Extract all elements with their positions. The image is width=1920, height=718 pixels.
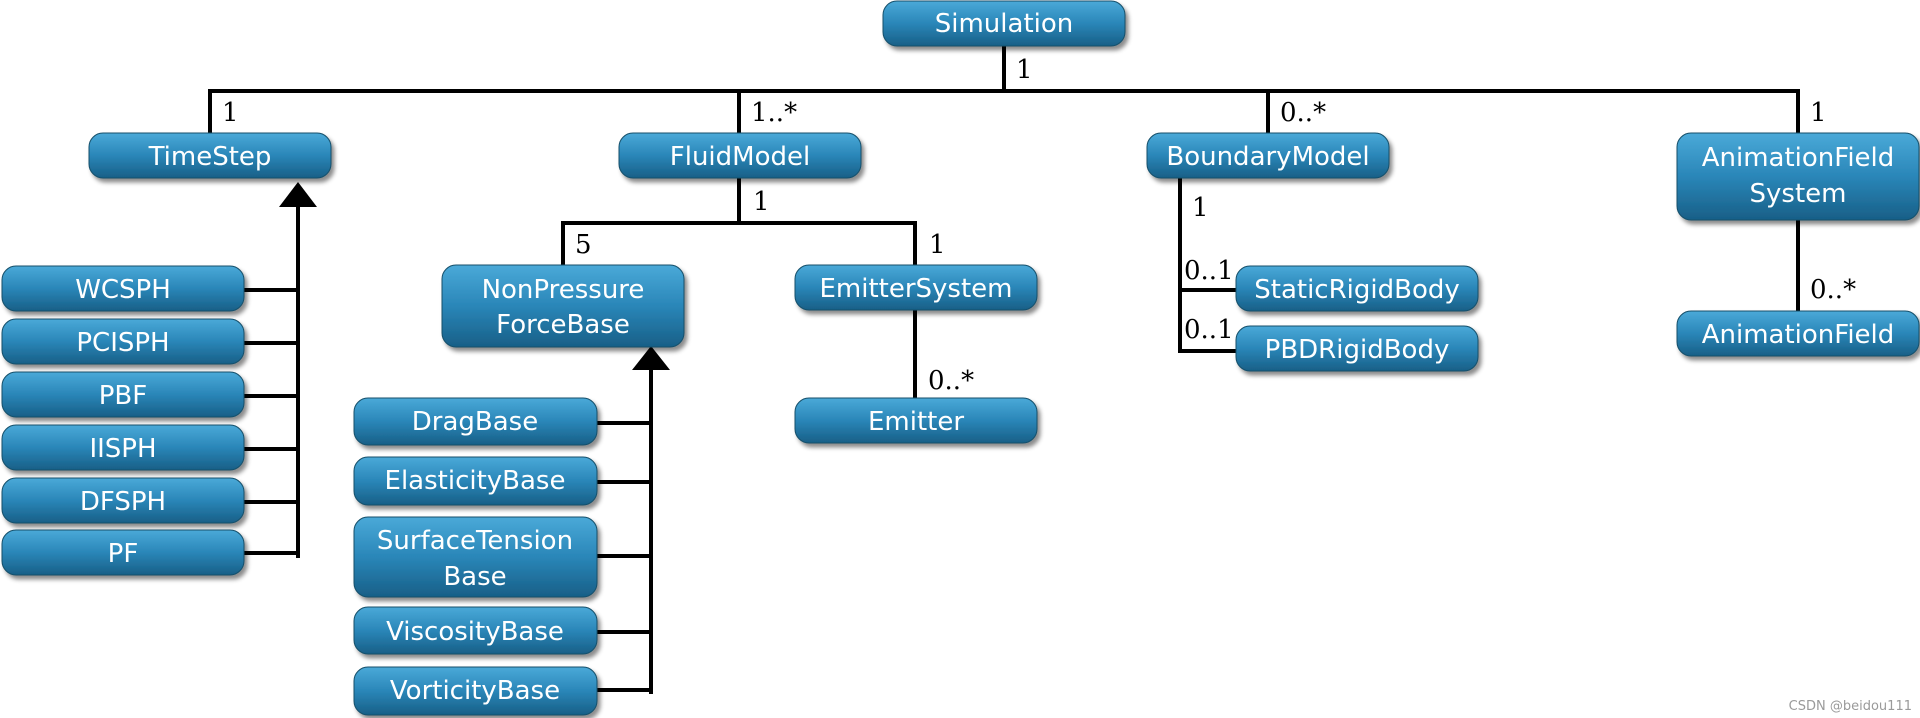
- node-fluidmodel: FluidModel: [618, 132, 862, 179]
- svg-text:ViscosityBase: ViscosityBase: [386, 617, 564, 647]
- mult-simulation-root: 1: [1016, 55, 1033, 85]
- node-animationfield: AnimationField: [1676, 310, 1920, 357]
- svg-text:FluidModel: FluidModel: [670, 142, 810, 172]
- svg-text:DragBase: DragBase: [412, 407, 538, 437]
- node-surfacetension-base: SurfaceTension Base: [353, 516, 598, 598]
- node-pbf: PBF: [1, 371, 245, 418]
- node-staticrigidbody: StaticRigidBody: [1235, 265, 1479, 312]
- multiplicity-labels: 1 1 1..* 0..* 1 1 5 1 0..* 1 0..1 0..1 0…: [222, 55, 1856, 396]
- svg-text:Emitter: Emitter: [868, 407, 964, 437]
- mult-emittersystem: 1: [929, 230, 946, 260]
- svg-text:IISPH: IISPH: [89, 434, 156, 464]
- mult-fluidmodel-root: 1: [753, 187, 770, 217]
- node-simulation: Simulation: [882, 0, 1126, 47]
- node-dfsph: DFSPH: [1, 477, 245, 524]
- svg-text:BoundaryModel: BoundaryModel: [1166, 142, 1369, 172]
- node-boundarymodel: BoundaryModel: [1146, 132, 1390, 179]
- node-wcsph: WCSPH: [1, 265, 245, 312]
- node-vorticitybase: VorticityBase: [353, 666, 598, 716]
- svg-text:PF: PF: [108, 539, 139, 569]
- svg-text:SurfaceTension: SurfaceTension: [377, 526, 573, 556]
- svg-text:NonPressure: NonPressure: [482, 275, 645, 305]
- mult-animationfield-system: 1: [1810, 98, 1827, 128]
- svg-text:Base: Base: [443, 562, 506, 592]
- svg-text:AnimationField: AnimationField: [1702, 143, 1895, 173]
- svg-text:PBDRigidBody: PBDRigidBody: [1265, 335, 1450, 365]
- watermark: CSDN @beidou111: [1788, 699, 1912, 714]
- svg-text:PBF: PBF: [99, 381, 147, 411]
- node-iisph: IISPH: [1, 424, 245, 471]
- mult-boundary-root: 1: [1192, 193, 1209, 223]
- node-timestep: TimeStep: [88, 132, 332, 179]
- node-viscositybase: ViscosityBase: [353, 606, 598, 655]
- mult-pbdrigidbody: 0..1: [1184, 315, 1234, 345]
- node-elasticitybase: ElasticityBase: [353, 456, 598, 506]
- mult-fluidmodel: 1..*: [751, 98, 797, 128]
- svg-text:WCSPH: WCSPH: [75, 275, 171, 305]
- mult-animationfield: 0..*: [1810, 275, 1856, 305]
- svg-text:StaticRigidBody: StaticRigidBody: [1254, 275, 1460, 305]
- mult-nonpressure: 5: [575, 230, 592, 260]
- node-emittersystem: EmitterSystem: [794, 264, 1038, 311]
- node-emitter: Emitter: [794, 397, 1038, 444]
- svg-text:AnimationField: AnimationField: [1702, 320, 1895, 350]
- svg-text:System: System: [1750, 179, 1847, 209]
- svg-text:DFSPH: DFSPH: [80, 487, 166, 517]
- mult-timestep: 1: [222, 98, 239, 128]
- mult-emitter: 0..*: [928, 366, 974, 396]
- svg-text:VorticityBase: VorticityBase: [390, 676, 560, 706]
- mult-staticrigidbody: 0..1: [1184, 256, 1234, 286]
- node-dragbase: DragBase: [353, 397, 598, 446]
- node-nonpressure-forcebase: NonPressure ForceBase: [441, 264, 685, 348]
- svg-text:PCISPH: PCISPH: [76, 328, 169, 358]
- svg-text:EmitterSystem: EmitterSystem: [819, 274, 1012, 304]
- node-pbdrigidbody: PBDRigidBody: [1235, 325, 1479, 372]
- svg-text:TimeStep: TimeStep: [148, 142, 272, 172]
- mult-boundarymodel: 0..*: [1280, 98, 1326, 128]
- svg-text:Simulation: Simulation: [935, 9, 1074, 39]
- node-pcisph: PCISPH: [1, 318, 245, 365]
- connectors: [208, 44, 1800, 694]
- svg-text:ElasticityBase: ElasticityBase: [385, 466, 566, 496]
- node-animationfield-system: AnimationField System: [1676, 132, 1920, 221]
- node-pf: PF: [1, 529, 245, 576]
- nonpressure-inherit-arrowhead: [632, 346, 670, 370]
- svg-text:ForceBase: ForceBase: [496, 310, 630, 340]
- timestep-inherit-arrowhead: [279, 182, 317, 207]
